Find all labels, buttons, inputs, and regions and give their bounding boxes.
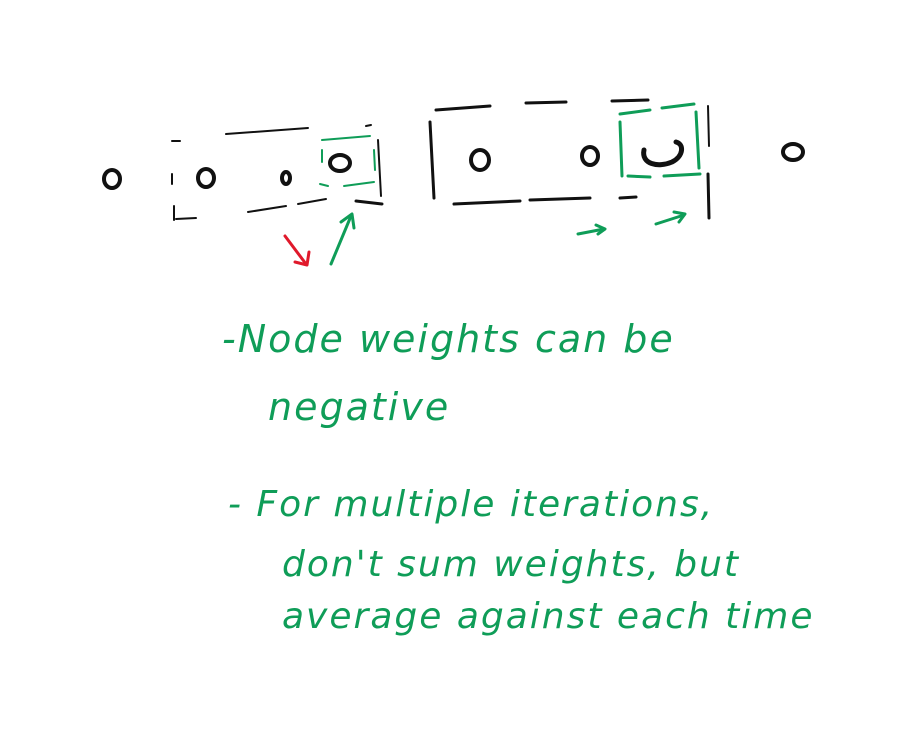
green-arrow-icon-small-1: [576, 223, 607, 236]
node-2: [196, 167, 216, 189]
node-7: [641, 139, 684, 168]
green-arrow-icon: [329, 212, 356, 266]
node-3: [280, 170, 292, 186]
note-1: -Node weights can be negative: [222, 317, 675, 429]
window-box-left: [171, 124, 384, 221]
window-box-right: [428, 98, 711, 220]
node-4: [328, 153, 352, 173]
node-1: [102, 168, 122, 190]
note-1-line-2: negative: [268, 385, 450, 429]
note-1-line-1: -Node weights can be: [222, 317, 675, 361]
green-arrow-icon-small-2: [654, 210, 687, 226]
note-2-line-1: - For multiple iterations,: [228, 484, 714, 525]
node-row: [102, 139, 805, 190]
red-arrow-icon: [283, 234, 311, 267]
node-6: [580, 145, 600, 167]
note-2-line-2: don't sum weights, but: [282, 544, 740, 585]
node-8: [781, 142, 805, 162]
highlight-box-right: [618, 102, 702, 179]
note-2-line-3: average against each time: [282, 596, 815, 637]
note-2: - For multiple iterations, don't sum wei…: [228, 484, 815, 637]
node-5: [469, 148, 491, 172]
highlight-box-left: [319, 135, 376, 187]
